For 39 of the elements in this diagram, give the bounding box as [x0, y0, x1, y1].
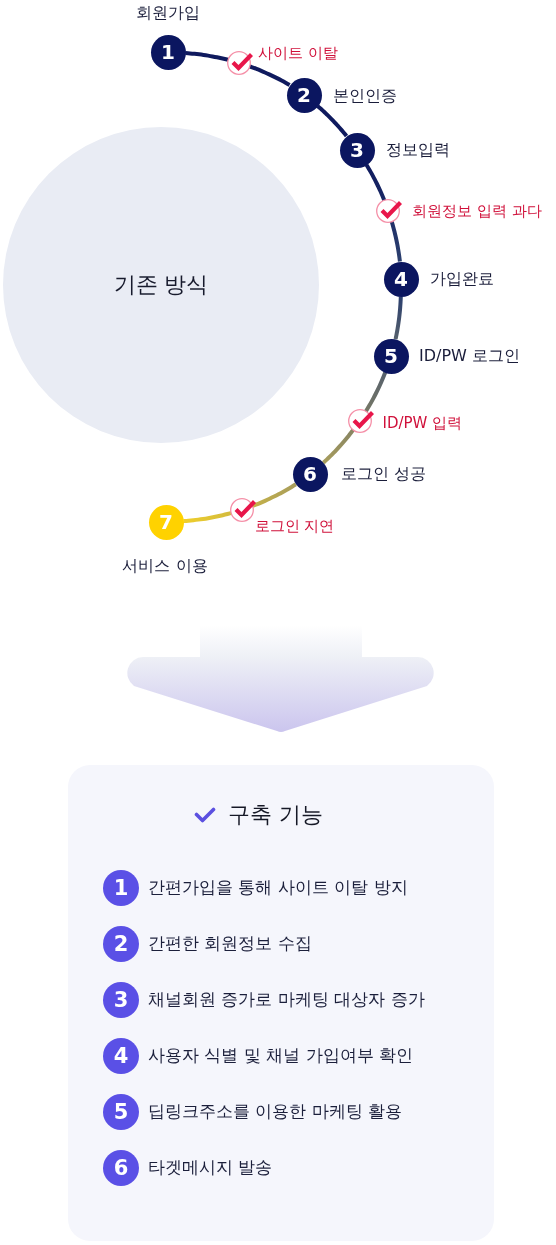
edge-label: 로그인 지연: [254, 516, 335, 536]
step-label: ID/PW 로그인: [419, 346, 520, 366]
list-number: 6: [103, 1150, 139, 1186]
connector-line: [316, 104, 349, 138]
edge-label: 사이트 이탈: [258, 43, 338, 63]
connector-line: [364, 163, 402, 262]
list-number: 4: [103, 1038, 139, 1074]
list-number: 2: [103, 926, 139, 962]
step-number: 6: [292, 456, 328, 492]
list-item-text: 채널회원 증가로 마케팅 대상자 증가: [148, 989, 425, 1011]
feature-panel: [68, 765, 494, 1241]
connector-line: [322, 371, 388, 465]
step-label: 서비스 이용: [122, 556, 208, 576]
connector-line: [393, 296, 403, 340]
step-number: 5: [373, 338, 409, 374]
list-item-text: 사용자 식별 및 채널 가입여부 확인: [148, 1045, 414, 1067]
step-number: 2: [286, 77, 322, 113]
list-number: 3: [103, 982, 139, 1018]
step-number: 7: [148, 504, 184, 540]
step-number: 4: [383, 261, 419, 297]
list-item-text: 간편가입을 통해 사이트 이탈 방지: [148, 877, 408, 899]
list-item-text: 딥링크주소를 이용한 마케팅 활용: [148, 1101, 403, 1123]
step-label: 정보입력: [386, 140, 450, 160]
step-number: 3: [339, 132, 375, 168]
list-item-text: 간편한 회원정보 수집: [148, 933, 312, 955]
step-label: 가입완료: [430, 269, 494, 289]
edge-label: ID/PW 입력: [382, 413, 463, 433]
edge-label: 회원정보 입력 과다: [412, 201, 542, 221]
connector-line: [183, 482, 297, 524]
step-number: 1: [150, 34, 186, 70]
list-item-text: 타겟메시지 발송: [148, 1157, 273, 1179]
method-circle: 기존 방식: [3, 127, 319, 443]
list-number: 5: [103, 1094, 139, 1130]
panel-heading: 구축 기능: [228, 801, 323, 829]
step-label: 본인인증: [333, 86, 397, 106]
list-number: 1: [103, 870, 139, 906]
connector-line: [185, 51, 291, 87]
step-label: 로그인 성공: [341, 464, 427, 484]
step-label: 회원가입: [136, 3, 200, 23]
